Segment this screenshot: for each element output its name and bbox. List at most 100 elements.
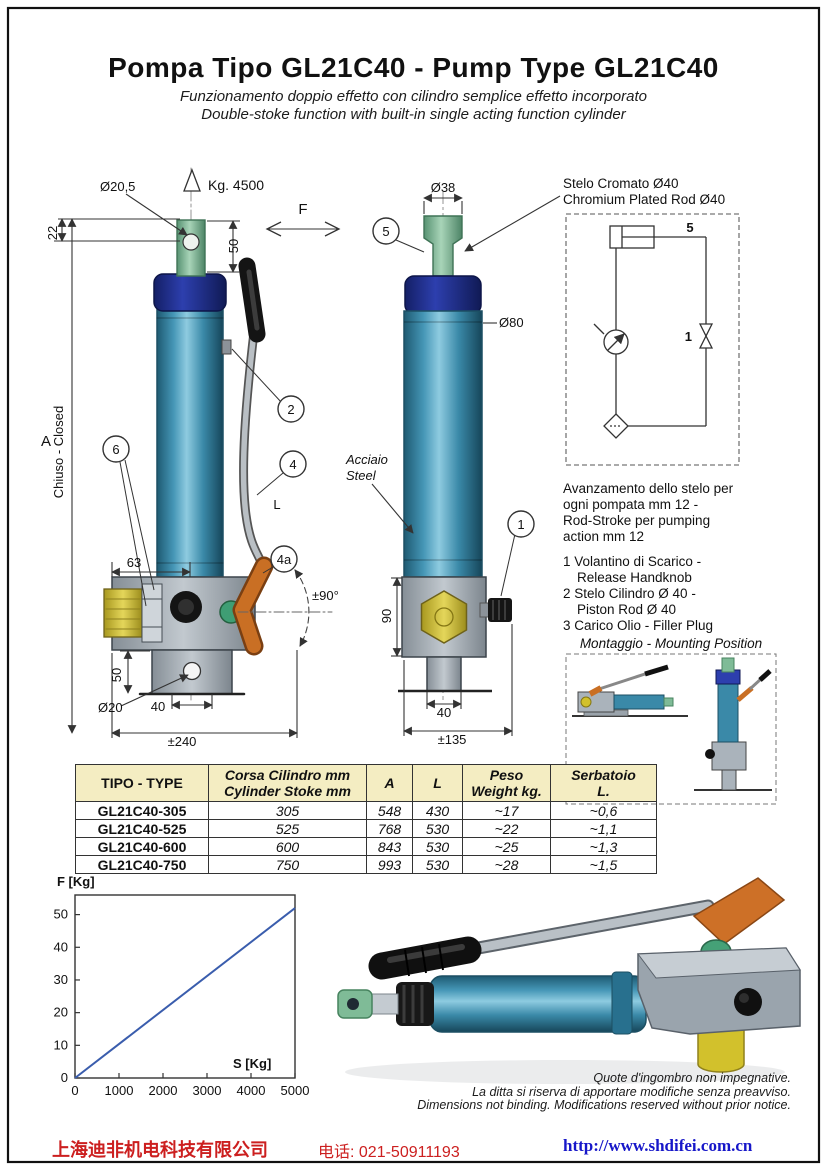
col-header-stroke-it: Corsa Cilindro mm xyxy=(224,767,351,783)
dim-40-left-label: 40 xyxy=(151,699,165,714)
dimensions-side-view xyxy=(371,193,561,736)
cell-tank: ~1,5 xyxy=(550,855,657,874)
chart-y-axis-label: F [Kg] xyxy=(57,874,95,889)
cell-weight: ~22 xyxy=(462,819,551,838)
cell-a: 768 xyxy=(366,819,413,838)
col-header-weight-it: Peso xyxy=(489,767,524,783)
dim-240-label: ±240 xyxy=(168,734,197,749)
balloon-4a-circle xyxy=(270,545,298,573)
chart-x-tick: 2000 xyxy=(149,1083,178,1098)
cell-a: 993 xyxy=(366,855,413,874)
balloon-4: 4 xyxy=(289,457,296,472)
footer-company-name: 上海迪非机电科技有限公司 xyxy=(52,1140,268,1160)
col-header-weight: Peso Weight kg. xyxy=(462,764,551,802)
cell-l: 430 xyxy=(412,801,463,820)
cell-a: 548 xyxy=(366,801,413,820)
table-row: GL21C40-750 750 993 530 ~28 ~1,5 xyxy=(75,855,657,874)
steel-label-en: Steel xyxy=(346,468,377,483)
chart-x-tick: 3000 xyxy=(193,1083,222,1098)
label-l: L xyxy=(273,497,280,512)
chart-y-tick: 10 xyxy=(54,1037,68,1052)
chart-x-axis-label: S [Kg] xyxy=(233,1056,272,1071)
handle-tube xyxy=(457,901,713,956)
dim-phi80-label: Ø80 xyxy=(499,315,524,330)
table-row: GL21C40-600 600 843 530 ~25 ~1,3 xyxy=(75,837,657,856)
mounting-border xyxy=(565,653,777,805)
note-stroke-4: action mm 12 xyxy=(563,529,645,544)
col-header-stroke-en: Cylinder Stoke mm xyxy=(224,783,351,799)
note-item1-line1: 1 Volantino di Scarico - xyxy=(563,554,702,569)
cell-stroke: 305 xyxy=(208,801,367,820)
knob-3d xyxy=(734,988,762,1016)
col-header-a: A xyxy=(366,764,413,802)
dim-90-label: 90 xyxy=(379,609,394,623)
mounting-vertical-pump xyxy=(694,657,772,791)
col-header-weight-en: Weight kg. xyxy=(471,783,542,799)
col-header-stroke: Corsa Cilindro mm Cylinder Stoke mm xyxy=(208,764,367,802)
chart-data-line xyxy=(74,907,296,1079)
page-border xyxy=(6,6,821,1164)
release-tab xyxy=(221,339,232,355)
chart-y-tick: 40 xyxy=(54,939,68,954)
hydraulic-circuit-diagram: 5 1 xyxy=(565,213,740,466)
subtitle-english: Double-stoke function with built-in sing… xyxy=(201,106,626,123)
dim-50-top-label: 50 xyxy=(226,239,241,253)
footer-website-link[interactable]: http://www.shdifei.com.cn xyxy=(563,1136,753,1155)
subtitle-italian: Funzionamento doppio effetto con cilindr… xyxy=(180,88,647,105)
rod-callout-en: Chromium Plated Rod Ø40 xyxy=(563,192,726,207)
reservoir-3d xyxy=(697,1029,745,1073)
handle-grip xyxy=(368,936,482,980)
note-stroke-3: Rod-Stroke per pumping xyxy=(563,513,711,528)
note-item1-line2: Release Handknob xyxy=(577,570,692,585)
dim-40-right-label: 40 xyxy=(437,705,451,720)
cell-weight: ~28 xyxy=(462,855,551,874)
valve-symbol-top xyxy=(698,323,714,338)
cell-tank: ~0,6 xyxy=(550,801,657,820)
cylinder-barrel xyxy=(156,306,224,578)
hex-plug xyxy=(420,590,468,644)
spec-table: TIPO - TYPE Corsa Cilindro mm Cylinder S… xyxy=(75,764,657,874)
drawing-labels: Ø20,5 Kg. 4500 22 50 F A Chiuso - Closed… xyxy=(41,177,525,749)
steel-label-it: Acciaio xyxy=(345,452,388,467)
mounting-horizontal-pump xyxy=(572,664,688,717)
cell-stroke: 750 xyxy=(208,855,367,874)
circuit-1-label: 1 xyxy=(685,329,692,344)
dim-phi205-label: Ø20,5 xyxy=(100,179,135,194)
yellow-fitting xyxy=(103,588,143,638)
balloon-2-circle xyxy=(277,395,305,423)
balloon-4a: 4a xyxy=(277,552,292,567)
ribbed-collar xyxy=(396,982,434,1026)
pump-side-view xyxy=(398,192,512,700)
balloon-1-circle xyxy=(507,510,535,538)
base-hole xyxy=(182,661,202,681)
dim-a-label: A xyxy=(41,433,51,450)
disclaimer-line1: Quote d'ingombro non impegnative. xyxy=(593,1071,791,1085)
chart-y-tick: 30 xyxy=(54,972,68,987)
pump-3d-illustration xyxy=(337,877,801,1084)
handle-shaft xyxy=(240,329,266,569)
col-header-l: L xyxy=(412,764,463,802)
closed-label: Chiuso - Closed xyxy=(51,406,66,499)
page-title: Pompa Tipo GL21C40 - Pump Type GL21C40 xyxy=(108,52,719,83)
lever-orange xyxy=(235,559,271,653)
chart-y-tick: 20 xyxy=(54,1005,68,1020)
table-row: GL21C40-305 305 548 430 ~17 ~0,6 xyxy=(75,801,657,820)
note-stroke-1: Avanzamento dello stelo per xyxy=(563,481,734,496)
spec-table-header-row: TIPO - TYPE Corsa Cilindro mm Cylinder S… xyxy=(75,764,657,802)
table-row: GL21C40-525 525 768 530 ~22 ~1,1 xyxy=(75,819,657,838)
pump-front-view xyxy=(103,167,333,701)
cell-weight: ~25 xyxy=(462,837,551,856)
dim-135-label: ±135 xyxy=(438,732,467,747)
cell-type: GL21C40-525 xyxy=(75,819,209,838)
disclaimer-block: Quote d'ingombro non impegnative. La dit… xyxy=(371,1071,791,1113)
note-item2-line1: 2 Stelo Cilindro Ø 40 - xyxy=(563,586,696,601)
cell-tank: ~1,3 xyxy=(550,837,657,856)
handle-grip-highlight xyxy=(246,269,260,331)
mounting-position-box xyxy=(565,653,777,805)
balloon-6-circle xyxy=(102,435,130,463)
chart-y-tick: 0 xyxy=(61,1070,68,1085)
note-item3: 3 Carico Olio - Filler Plug xyxy=(563,618,714,633)
chart-y-tick: 50 xyxy=(54,907,68,922)
